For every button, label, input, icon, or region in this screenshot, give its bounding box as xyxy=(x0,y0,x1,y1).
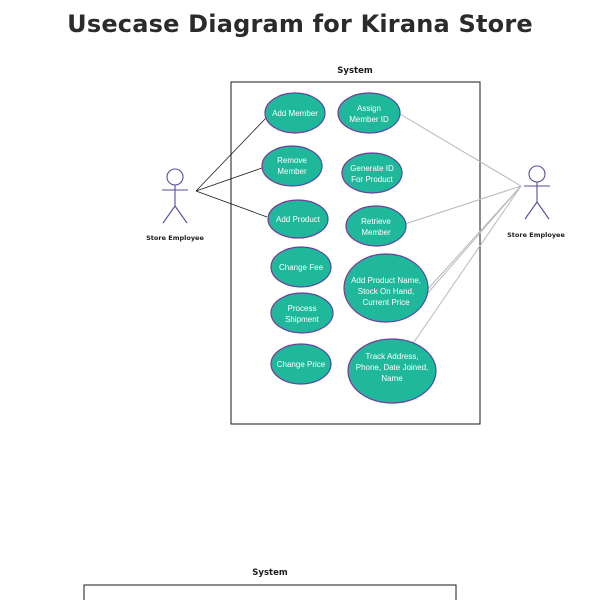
system-label: System xyxy=(337,66,373,76)
usecase-assign-member-id-line-1: Assign xyxy=(357,104,381,113)
assoc-left-add-member xyxy=(195,117,267,192)
left-associations xyxy=(195,117,268,218)
assoc-left-remove-member xyxy=(195,167,263,192)
usecase-add-product-name-line-3: Current Price xyxy=(362,298,410,307)
usecase-track-address-line-1: Track Address, xyxy=(365,352,418,361)
actor-right-head-icon xyxy=(528,165,546,183)
usecase-process-shipment: Process Shipment xyxy=(270,292,334,334)
usecase-retrieve-member-line-1: Retrieve xyxy=(361,217,391,226)
actor-left xyxy=(162,168,188,224)
usecase-add-member-line-1: Add Member xyxy=(272,109,318,118)
svg-text:Track Address,: Track Address, xyxy=(365,352,418,361)
svg-text:Remove: Remove xyxy=(277,156,307,165)
system-boundary xyxy=(230,81,481,425)
svg-text:Member: Member xyxy=(361,228,391,237)
svg-text:Add Product Name,: Add Product Name, xyxy=(351,276,421,285)
usecase-retrieve-member: Retrieve Member xyxy=(345,205,407,247)
usecase-add-product-line-1: Add Product xyxy=(276,215,321,224)
assoc-right-retrieve-member xyxy=(404,185,522,225)
svg-text:Member: Member xyxy=(277,167,307,176)
svg-text:Name: Name xyxy=(381,374,403,383)
usecase-add-product: Add Product xyxy=(267,199,329,239)
usecase-track-address-line-3: Name xyxy=(381,374,403,383)
assoc-right-add-product-name-2 xyxy=(419,185,522,303)
usecase-remove-member: Remove Member xyxy=(261,145,323,187)
usecase-remove-member-line-1: Remove xyxy=(277,156,307,165)
assoc-right-track-address xyxy=(411,185,522,346)
usecase-add-product-name-line-1: Add Product Name, xyxy=(351,276,421,285)
svg-text:Change Price: Change Price xyxy=(277,360,326,369)
usecase-process-shipment-line-2: Shipment xyxy=(285,315,320,324)
assoc-left-add-product xyxy=(195,190,268,218)
svg-text:Retrieve: Retrieve xyxy=(361,217,391,226)
usecase-track-address: Track Address, Phone, Date Joined, Name xyxy=(347,338,437,404)
usecase-generate-id-line-1: Generate ID xyxy=(350,164,394,173)
svg-text:Process: Process xyxy=(288,304,317,313)
actor-left-label: Store Employee xyxy=(146,234,204,242)
svg-text:Current Price: Current Price xyxy=(362,298,410,307)
svg-text:Phone, Date Joined,: Phone, Date Joined, xyxy=(356,363,429,372)
second-system-label: System xyxy=(252,568,288,578)
assoc-right-assign-member-id xyxy=(399,113,522,187)
usecase-retrieve-member-line-2: Member xyxy=(361,228,391,237)
svg-text:Change Fee: Change Fee xyxy=(279,263,324,272)
svg-text:Add Member: Add Member xyxy=(272,109,318,118)
svg-text:Generate ID: Generate ID xyxy=(350,164,394,173)
usecase-add-member: Add Member xyxy=(264,92,326,134)
usecase-add-product-name: Add Product Name, Stock On Hand, Current… xyxy=(343,253,429,323)
right-associations xyxy=(399,113,522,346)
usecase-assign-member-id: Assign Member ID xyxy=(337,92,401,134)
svg-text:Stock On Hand,: Stock On Hand, xyxy=(358,287,414,296)
usecase-generate-id: Generate ID For Product xyxy=(341,152,403,194)
usecase-track-address-line-2: Phone, Date Joined, xyxy=(356,363,429,372)
svg-text:Member ID: Member ID xyxy=(349,115,389,124)
page-title: Usecase Diagram for Kirana Store xyxy=(67,10,533,38)
usecase-remove-member-line-2: Member xyxy=(277,167,307,176)
svg-text:Assign: Assign xyxy=(357,104,381,113)
usecase-change-price-line-1: Change Price xyxy=(277,360,326,369)
actor-left-head-icon xyxy=(166,168,184,186)
svg-text:For Product: For Product xyxy=(351,175,394,184)
svg-text:Shipment: Shipment xyxy=(285,315,320,324)
usecase-process-shipment-line-1: Process xyxy=(288,304,317,313)
actor-right xyxy=(524,165,550,220)
svg-text:Add Product: Add Product xyxy=(276,215,321,224)
usecase-change-fee-line-1: Change Fee xyxy=(279,263,324,272)
usecase-change-price: Change Price xyxy=(270,343,332,385)
second-system-boundary xyxy=(83,584,457,600)
usecase-add-product-name-line-2: Stock On Hand, xyxy=(358,287,414,296)
actor-right-label: Store Employee xyxy=(507,231,565,239)
usecase-assign-member-id-line-2: Member ID xyxy=(349,115,389,124)
usecase-generate-id-line-2: For Product xyxy=(351,175,394,184)
usecase-change-fee: Change Fee xyxy=(270,246,332,288)
